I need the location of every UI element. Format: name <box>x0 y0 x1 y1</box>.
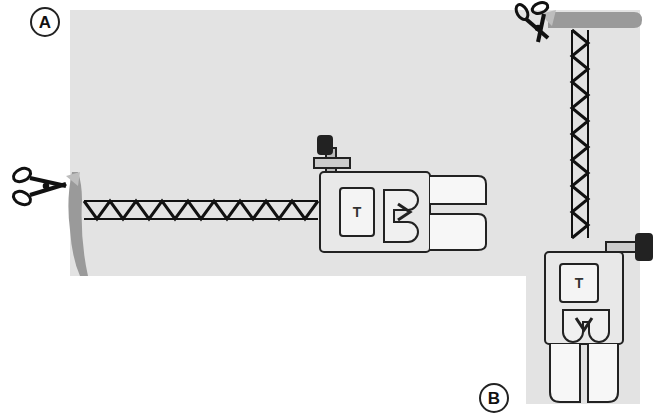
stitch-edge <box>84 218 318 220</box>
foot-marking: T <box>353 205 362 219</box>
zigzag-stitch <box>84 201 318 219</box>
presser-foot <box>545 234 652 402</box>
scissors <box>514 1 550 42</box>
zigzag-stitch <box>572 30 588 238</box>
scissors <box>11 166 66 207</box>
zigzag-stitch <box>572 30 588 238</box>
thread-tail <box>68 172 88 276</box>
stitch-edge <box>84 200 318 202</box>
presser-foot <box>314 136 486 252</box>
panel-letter-circle: B <box>479 383 509 413</box>
panel-letter: B <box>488 390 500 407</box>
stitch-edge <box>571 30 573 238</box>
zigzag-stitch <box>84 201 318 219</box>
thread-tail <box>548 12 642 28</box>
panel-letter-circle: A <box>30 7 60 37</box>
panel-letter: A <box>39 14 51 31</box>
fabric <box>526 16 640 404</box>
foot-marking: T <box>575 276 584 290</box>
stitch-edge <box>587 30 589 238</box>
cut-edge <box>66 172 80 186</box>
